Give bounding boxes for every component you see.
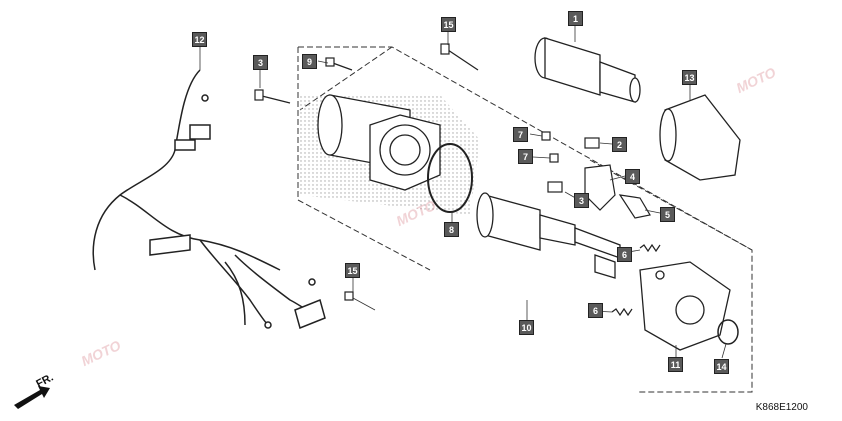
callout-10: 10 [519, 320, 534, 335]
diagram-code: K868E1200 [755, 402, 808, 413]
o-ring [427, 143, 473, 213]
callout-6-lower: 6 [588, 303, 603, 318]
end-cover [659, 94, 741, 181]
callout-11: 11 [668, 357, 683, 372]
callout-3-upper: 2 [612, 137, 627, 152]
small-o-ring [717, 319, 739, 345]
brush-holder [639, 261, 731, 351]
front-arrow [14, 386, 50, 409]
brush-plates [547, 137, 651, 219]
callout-13: 14 [714, 359, 729, 374]
wiring-harness [92, 69, 326, 330]
callout-12: 12 [192, 32, 207, 47]
callout-3-lower: 3 [574, 193, 589, 208]
callout-15-left: 3 [253, 55, 268, 70]
callout-1: 1 [568, 11, 583, 26]
callout-15-upper: 15 [441, 17, 456, 32]
callout-2: 13 [682, 70, 697, 85]
starter-clutch [534, 37, 641, 103]
springs [611, 243, 661, 317]
leader-lines [199, 25, 727, 359]
callout-9: 9 [302, 54, 317, 69]
bolts [254, 43, 559, 301]
motor-housing [317, 94, 441, 191]
callout-4: 4 [625, 169, 640, 184]
callout-5: 5 [660, 207, 675, 222]
callout-6-upper: 6 [617, 247, 632, 262]
callout-8: 8 [444, 222, 459, 237]
callout-7-upper: 7 [513, 127, 528, 142]
callout-7-lower: 7 [518, 149, 533, 164]
armature [476, 192, 621, 279]
callout-14: 15 [345, 263, 360, 278]
